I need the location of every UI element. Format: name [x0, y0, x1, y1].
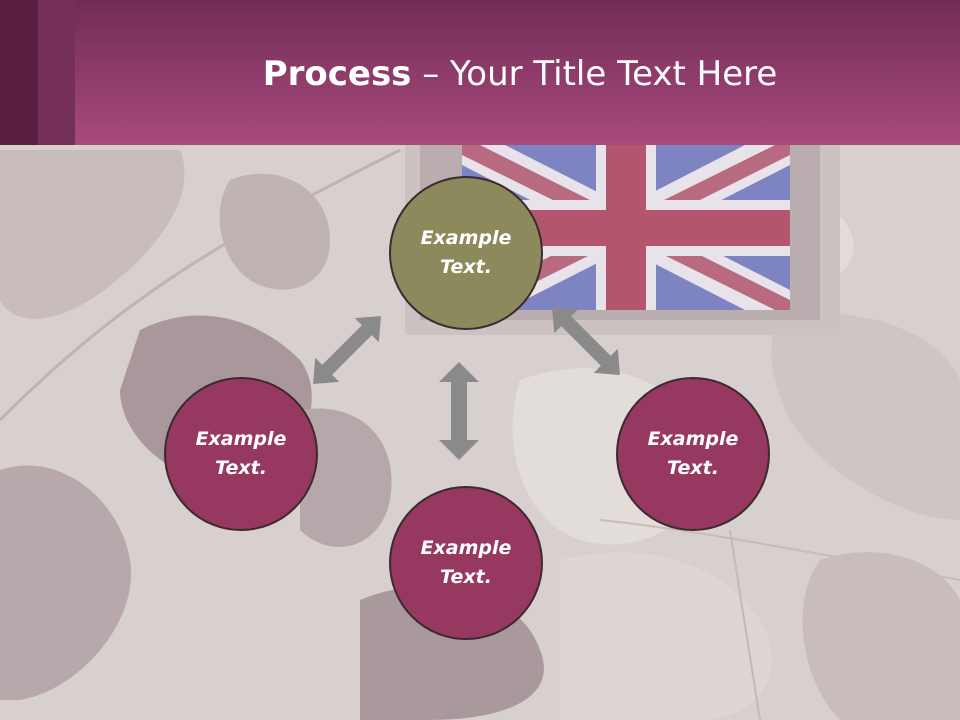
circle-bottom-text-line1: Example	[420, 537, 512, 559]
circle-top-text-line1: Example	[420, 227, 512, 249]
slide-title[interactable]: Process – Your Title Text Here	[80, 52, 960, 96]
double-arrow-diagonal-right-icon[interactable]	[540, 295, 632, 387]
double-arrow-vertical-icon[interactable]	[439, 362, 479, 460]
header-accent-dark	[0, 0, 38, 145]
slide-title-rest: – Your Title Text Here	[411, 54, 778, 94]
process-circle-left[interactable]: Example Text.	[164, 377, 318, 531]
circle-right-text-line1: Example	[647, 428, 739, 450]
process-circle-bottom[interactable]: Example Text.	[389, 486, 543, 640]
circle-right-text-line2: Text.	[667, 457, 719, 479]
double-arrow-diagonal-left-icon[interactable]	[301, 304, 393, 396]
circle-left-text-line2: Text.	[215, 457, 267, 479]
circle-top-text-line2: Text.	[440, 256, 492, 278]
process-circle-top[interactable]: Example Text.	[389, 176, 543, 330]
title-bar: Process – Your Title Text Here	[0, 0, 960, 145]
header-accent-mid	[38, 0, 75, 145]
slide-title-bold: Process	[262, 54, 412, 94]
circle-left-text-line1: Example	[195, 428, 287, 450]
process-circle-right[interactable]: Example Text.	[616, 377, 770, 531]
circle-bottom-text-line2: Text.	[440, 566, 492, 588]
